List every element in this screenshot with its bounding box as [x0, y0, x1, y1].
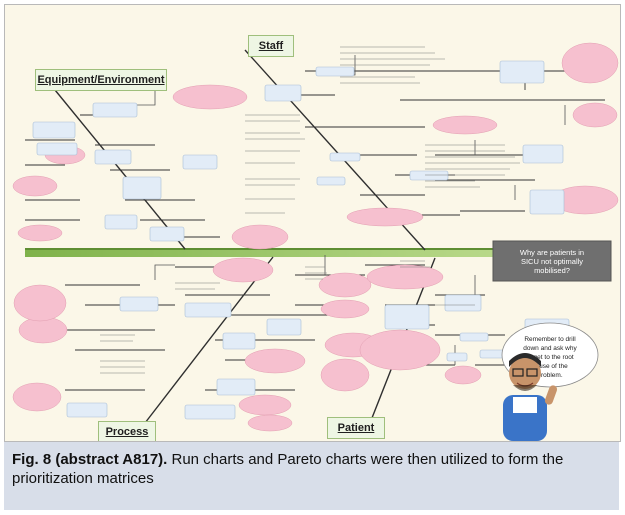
pink-note-local-staff [12, 175, 58, 197]
blue-note-busy [66, 402, 108, 418]
pink-note-prioritised [13, 284, 67, 322]
tip-line1: Remember to drill [524, 336, 576, 343]
problem-text-line3: mobilised? [534, 266, 570, 275]
pink-note-staff-unsure [346, 207, 424, 227]
pink-note-assumption [561, 42, 619, 84]
blue-note-mindset [316, 176, 346, 186]
blue-note-icu-induction [522, 144, 564, 164]
blue-note-pt-screen [184, 302, 232, 318]
pink-note-daily-review [572, 102, 618, 128]
blue-note-knowledge [409, 170, 449, 181]
pink-note-work-timing [212, 257, 274, 283]
blue-note-both-feel [266, 318, 302, 336]
blue-note-icu-bed [444, 294, 482, 312]
process-bone [144, 256, 274, 424]
category-patient: Patient [327, 417, 385, 439]
problem-box [492, 240, 612, 282]
presenter-illustration [503, 353, 558, 441]
category-process: Process [98, 421, 156, 441]
pink-note-conflicting [244, 348, 306, 374]
pink-note-turnover [17, 224, 63, 242]
blue-note-not-enough-chairs [94, 149, 132, 165]
blue-note-refuses [459, 332, 489, 342]
pink-note-unequal [12, 382, 62, 412]
pink-note-structural [231, 224, 289, 250]
pink-note-dteam [320, 358, 370, 392]
blue-note-clash-fluids [184, 404, 236, 420]
blue-note-pain [446, 352, 468, 362]
pink-note-fluids [247, 414, 293, 432]
tip-line2: down and ask why [523, 345, 577, 352]
pink-note-meds [444, 365, 482, 385]
pink-note-stay-in-bed [359, 329, 441, 371]
pink-note-initiative [320, 299, 370, 319]
blue-note-too-many-patients [149, 226, 185, 242]
problem-text-line1: Why are patients in [520, 248, 584, 257]
problem-text-line2: SICU not optimally [521, 257, 583, 266]
blue-note-blame-culture [529, 189, 565, 215]
blue-note-explicit-instructions [499, 60, 545, 84]
category-staff: Staff [248, 35, 294, 57]
pink-note-urgent [238, 394, 292, 416]
blue-note-mobility-aids [92, 102, 138, 118]
blue-note-chairs-visible [32, 121, 76, 139]
caption-label: Fig. 8 (abstract A817). [12, 451, 168, 468]
pink-note-icu-priority [318, 272, 372, 298]
figure-caption: Fig. 8 (abstract A817). Run charts and P… [4, 442, 619, 510]
blue-note-procedure [222, 332, 256, 350]
blue-note-communication [315, 66, 355, 77]
fishbone-diagram: Why are patients in SICU not optimally m… [12, 42, 619, 441]
blue-note-pt-priority [119, 296, 159, 312]
blue-note-icu-space [122, 176, 162, 200]
detail-text [100, 46, 520, 374]
pink-notes [12, 42, 619, 432]
blue-note-many-lines [384, 304, 430, 330]
pink-note-icu-benefits [366, 264, 444, 290]
equipment-bone [54, 89, 186, 250]
tip-line3: to get to the root [526, 354, 574, 361]
blue-note-manpower [104, 214, 138, 230]
blue-note-look-chairs [36, 142, 78, 156]
upper-subbranches [25, 70, 605, 238]
category-equipment: Equipment/Environment [35, 69, 167, 91]
blue-note-shared-model [264, 84, 302, 102]
caption-text: Fig. 8 (abstract A817). Run charts and P… [12, 451, 564, 487]
blue-note-clarify-surgeon [216, 378, 256, 396]
pink-note-supervision [432, 115, 498, 135]
tip-line4: cause of the [532, 363, 568, 370]
figure-frame: Why are patients in SICU not optimally m… [4, 4, 621, 442]
tip-line5: problem. [537, 372, 562, 379]
blue-note-awareness [182, 154, 218, 170]
blue-note-attitude [329, 152, 361, 162]
main-spine [25, 248, 499, 257]
pink-note-lack-knowledge [172, 84, 248, 110]
